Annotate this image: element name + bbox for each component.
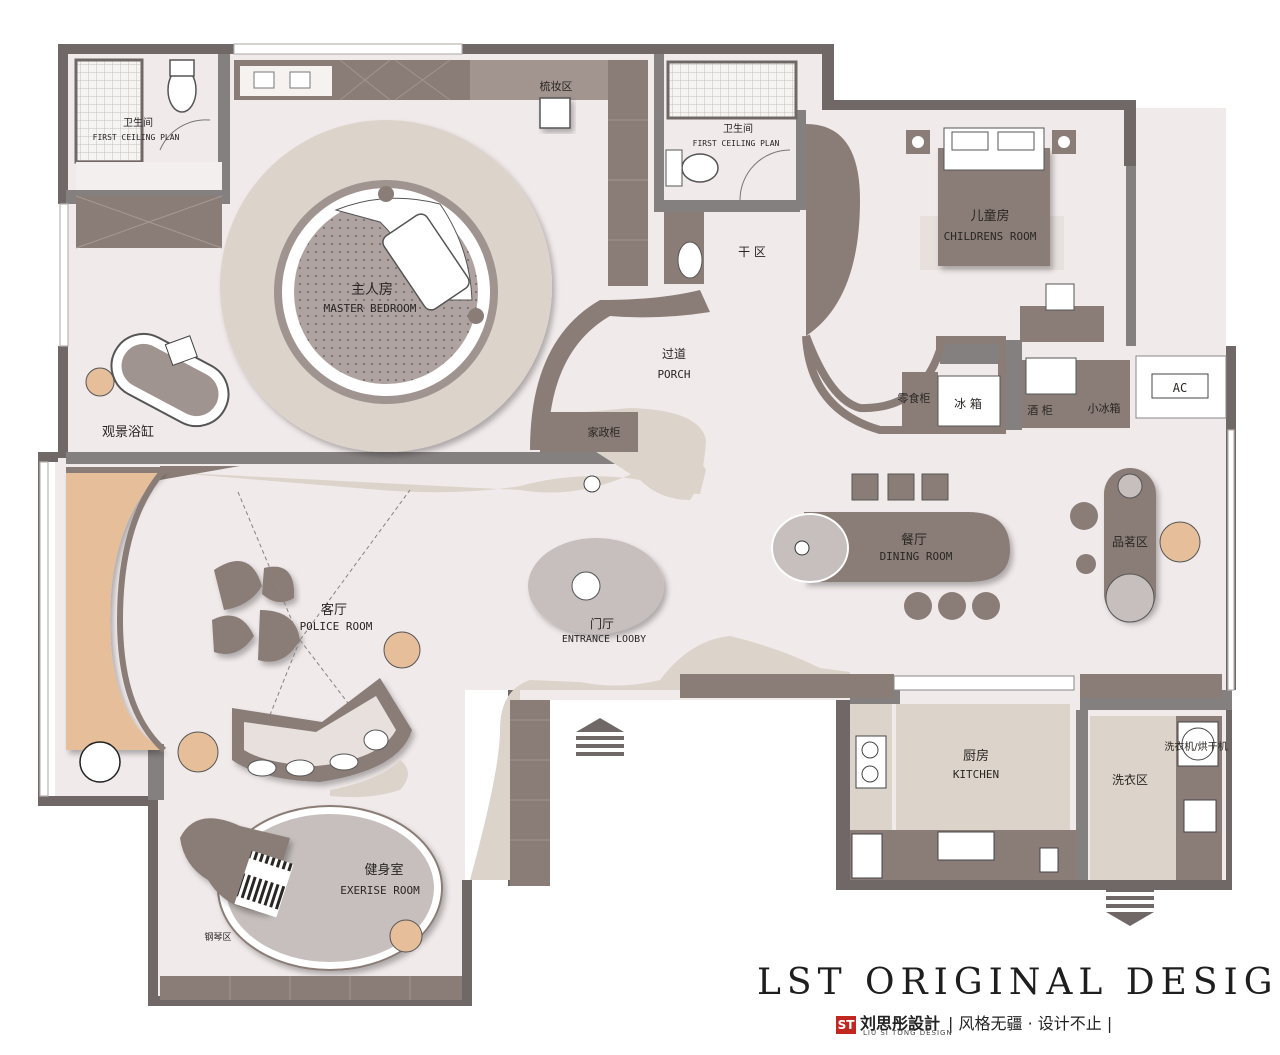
bathroom-2 xyxy=(664,60,798,284)
label-living-en: POLICE ROOM xyxy=(300,620,373,633)
label-bath2-en: FIRST CEILING PLAN xyxy=(693,139,780,148)
tea-area xyxy=(1070,468,1201,623)
label-porch-en: PORCH xyxy=(657,368,690,381)
brand-logo-icon: ST xyxy=(836,1015,856,1034)
label-living-cn: 客厅 xyxy=(321,602,347,618)
label-minifridge: 小冰箱 xyxy=(1088,401,1121,415)
wardrobe-top xyxy=(234,59,648,286)
label-porch-cn: 过道 xyxy=(662,347,686,361)
label-ac: AC xyxy=(1173,381,1187,395)
label-children-cn: 儿童房 xyxy=(970,208,1009,224)
brand-sub: LIU SI TONG DESIGN xyxy=(863,1029,953,1037)
entrance-table xyxy=(528,475,664,634)
label-piano: 钢琴区 xyxy=(204,931,231,943)
brand-slogan: | 风格无疆 · 设计不止 | xyxy=(948,1014,1113,1033)
label-tea: 品茗区 xyxy=(1112,535,1148,549)
label-bath1-en: FIRST CEILING PLAN xyxy=(93,133,180,142)
label-vanity: 梳妆区 xyxy=(540,79,573,93)
label-dining-cn: 餐厅 xyxy=(901,532,927,548)
label-gym-cn: 健身室 xyxy=(364,862,403,878)
childrens-room xyxy=(802,124,1104,434)
dining xyxy=(771,473,1010,620)
windows xyxy=(39,43,1235,797)
label-kitchen-cn: 厨房 xyxy=(963,748,989,764)
storage-row xyxy=(902,355,1227,430)
label-children-en: CHILDRENS ROOM xyxy=(944,230,1037,243)
bathroom-1 xyxy=(74,58,223,249)
label-entrance-en: ENTRANCE LOOBY xyxy=(562,634,646,645)
exercise-room xyxy=(160,805,462,1000)
label-kitchen-en: KITCHEN xyxy=(953,768,999,781)
label-bath2-cn: 卫生间 xyxy=(723,122,753,135)
kitchen xyxy=(850,704,1222,926)
label-wine: 酒 柜 xyxy=(1027,404,1053,417)
label-bath1-cn: 卫生间 xyxy=(123,116,153,129)
bathtub xyxy=(85,332,230,428)
label-housekeeping: 家政柜 xyxy=(588,425,621,439)
label-master-en: MASTER BEDROOM xyxy=(324,302,417,315)
living-room xyxy=(66,455,706,798)
brand-cn-name: 刘思彤設計 xyxy=(860,1014,941,1033)
label-fridge: 冰 箱 xyxy=(954,396,982,411)
label-washer: 洗衣机/烘干机 xyxy=(1164,740,1227,753)
label-snack: 零食柜 xyxy=(898,391,931,405)
label-tub: 观景浴缸 xyxy=(102,424,154,440)
label-dining-en: DINING ROOM xyxy=(880,550,953,563)
label-gym-en: EXERISE ROOM xyxy=(340,884,420,897)
label-master-cn: 主人房 xyxy=(351,282,393,298)
label-laundry: 洗衣区 xyxy=(1112,772,1148,787)
brand-title: LST ORIGINAL DESIGN xyxy=(757,962,1280,1003)
label-entrance-cn: 门厅 xyxy=(590,616,614,631)
master-bedroom xyxy=(220,120,552,452)
label-dry: 干 区 xyxy=(738,245,766,259)
entrance-curve xyxy=(470,636,1222,886)
room-labels: 卫生间 FIRST CEILING PLAN 卫生间 FIRST CEILING… xyxy=(93,79,1228,943)
